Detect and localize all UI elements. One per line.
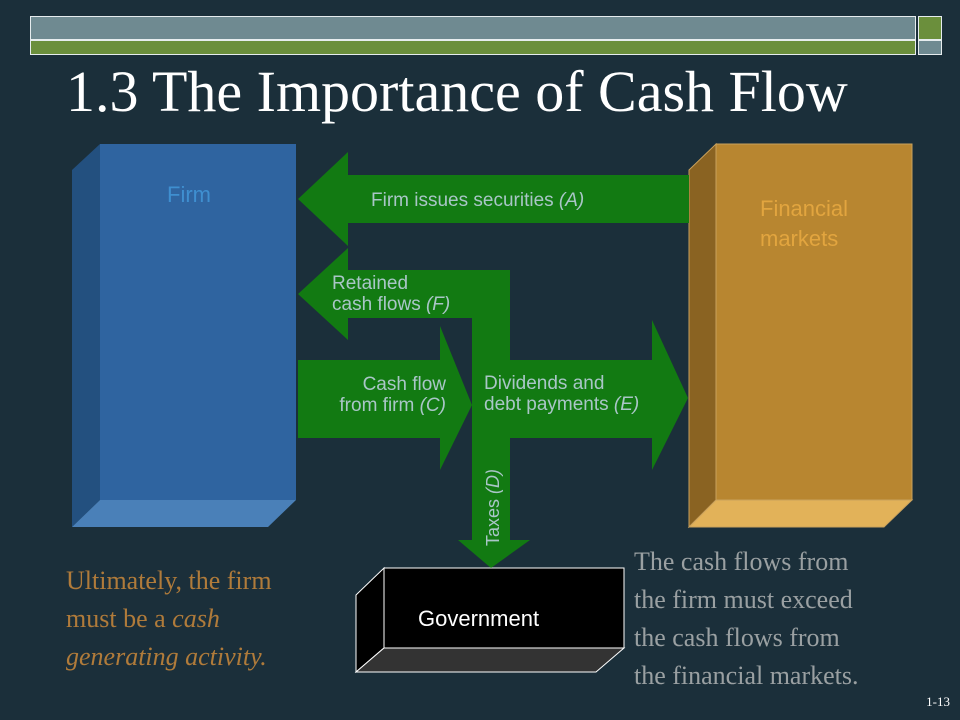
label-firm-issues-securities: Firm issues securities (A) bbox=[371, 190, 584, 211]
header-bar bbox=[30, 16, 916, 40]
note-left-line2: must be a cash bbox=[66, 600, 272, 638]
note-right: The cash flows from the firm must exceed… bbox=[634, 543, 859, 695]
label-f-line2: cash flows (F) bbox=[332, 294, 450, 315]
arrow-taxes bbox=[458, 438, 530, 568]
arrow-firm-issues-securities bbox=[298, 152, 689, 246]
government-box-front bbox=[383, 567, 625, 649]
firm-box-front bbox=[100, 144, 296, 500]
label-retained-cash-flows: Retained cash flows (F) bbox=[332, 273, 450, 315]
label-e-line2: debt payments (E) bbox=[484, 394, 639, 415]
note-left-line3-em: generating activity. bbox=[66, 642, 267, 671]
arrow-junction bbox=[472, 358, 510, 440]
financial-markets-label-line2: markets bbox=[760, 226, 839, 251]
financial-markets-box bbox=[687, 142, 914, 529]
label-c-code: (C) bbox=[419, 395, 446, 416]
financial-markets-label: Financial markets bbox=[760, 194, 848, 254]
label-e-code: (E) bbox=[613, 394, 640, 415]
arrow-dividends-debt-payments bbox=[510, 320, 688, 470]
financial-markets-box-bottom bbox=[687, 499, 914, 528]
label-a-text: Firm issues securities bbox=[371, 190, 559, 211]
note-left: Ultimately, the firm must be a cash gene… bbox=[66, 562, 272, 676]
label-f-line1: Retained bbox=[332, 273, 409, 294]
note-left-line2-pre: must be a bbox=[66, 604, 173, 633]
header-square bbox=[918, 16, 942, 40]
note-right-line2: the firm must exceed bbox=[634, 585, 853, 614]
firm-box-side bbox=[72, 144, 100, 527]
header-bar-accent bbox=[30, 40, 916, 55]
label-cash-flow-from-firm: Cash flow from firm (C) bbox=[312, 374, 446, 416]
firm-box bbox=[72, 144, 296, 527]
government-label: Government bbox=[418, 606, 540, 631]
label-a-code: (A) bbox=[558, 190, 585, 211]
page-number: 1-13 bbox=[926, 694, 950, 709]
note-right-line3: the cash flows from bbox=[634, 623, 840, 652]
financial-markets-box-side bbox=[688, 142, 717, 529]
slide-title: 1.3 The Importance of Cash Flow bbox=[66, 59, 848, 124]
header-square-accent bbox=[918, 40, 942, 55]
note-right-line1: The cash flows from bbox=[634, 547, 849, 576]
label-c-line1: Cash flow bbox=[362, 374, 446, 395]
government-box bbox=[354, 566, 626, 674]
note-right-line4: the financial markets. bbox=[634, 661, 859, 690]
financial-markets-box-front bbox=[715, 143, 913, 501]
firm-label: Firm bbox=[167, 182, 211, 207]
label-e-text: debt payments bbox=[484, 394, 614, 415]
label-c-text: from firm bbox=[339, 395, 420, 416]
firm-box-bottom bbox=[72, 500, 296, 527]
taxes-label: Taxes (D) bbox=[483, 469, 503, 546]
label-c-line2: from firm (C) bbox=[312, 395, 446, 416]
government-box-bottom bbox=[354, 647, 626, 673]
label-f-code: (F) bbox=[425, 294, 451, 315]
arrow-cash-flow-from-firm bbox=[298, 326, 472, 470]
financial-markets-label-line1: Financial bbox=[760, 196, 849, 221]
label-dividends-debt-payments: Dividends and debt payments (E) bbox=[484, 373, 639, 415]
note-left-line3: generating activity. bbox=[66, 638, 272, 676]
arrow-retained-cash-flows bbox=[298, 248, 510, 360]
note-left-line2-em: cash bbox=[172, 604, 220, 633]
label-e-line1: Dividends and bbox=[484, 373, 605, 394]
label-f-text: cash flows bbox=[332, 294, 426, 315]
note-left-line1: Ultimately, the firm bbox=[66, 566, 272, 595]
